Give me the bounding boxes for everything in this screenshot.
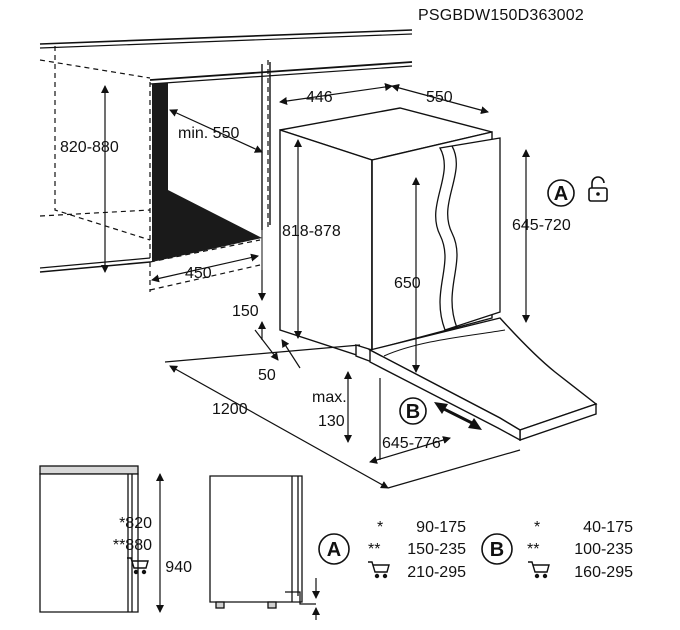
max-label: max. [312, 389, 347, 406]
lock-icon [588, 176, 608, 202]
callout-a-letter: A [554, 183, 568, 205]
table-b-mark-1: * [534, 519, 540, 536]
depth-label: 550 [426, 89, 453, 106]
height-940-value: 940 [165, 559, 192, 576]
table-b-letter: B [490, 539, 504, 561]
callout-b: B [399, 397, 427, 425]
table-b-mark-2: ** [527, 541, 539, 558]
height-880-label: **880 [113, 537, 152, 554]
callout-a: A [547, 179, 575, 207]
shopping-cart-icon [127, 557, 149, 575]
niche-height-label: 820-880 [60, 139, 119, 156]
door-range-label: 645-776 [382, 435, 441, 452]
table-b-value-2: 100-235 [574, 541, 633, 558]
table-a-mark-2: ** [368, 541, 380, 558]
table-a-letter: A [327, 539, 341, 561]
table-b-value-1: 40-175 [583, 519, 633, 536]
dishwasher-side-view [209, 475, 316, 609]
height-820-label: *820 [119, 515, 152, 532]
shopping-cart-icon [368, 561, 390, 579]
callout-b-letter: B [406, 401, 420, 423]
niche-depth-label: 450 [185, 265, 212, 282]
table-a-value-3: 210-295 [407, 564, 466, 581]
door-cutaway [435, 137, 501, 331]
niche-side-panel [152, 83, 262, 262]
door-swing-label: 1200 [212, 401, 248, 418]
plinth-gap-label: 50 [258, 367, 276, 384]
table-b: B * 40-175 ** 100-235 160-295 [481, 519, 633, 581]
model-code: PSGBDW150D363002 [418, 7, 584, 24]
table-a-value-1: 90-175 [416, 519, 466, 536]
appliance-height-label: 818-878 [282, 223, 341, 240]
max-value-label: 130 [318, 413, 345, 430]
table-b-value-3: 160-295 [574, 564, 633, 581]
niche-dimensions [101, 85, 301, 369]
min-depth-label: min. 550 [178, 125, 239, 142]
shopping-cart-icon [528, 561, 550, 579]
table-a-mark-1: * [377, 519, 383, 536]
arrow-icon [434, 402, 482, 430]
door-height-label: 645-720 [512, 217, 571, 234]
inner-height-label: 650 [394, 275, 421, 292]
cabinet-side-view [39, 465, 139, 613]
open-door [368, 317, 598, 442]
table-a-value-2: 150-235 [407, 541, 466, 558]
table-a: A * 90-175 ** 150-235 210-295 [318, 519, 466, 581]
width-label: 446 [306, 89, 333, 106]
appliance-dimensions [164, 83, 530, 489]
plinth-height-label: 150 [232, 303, 259, 320]
